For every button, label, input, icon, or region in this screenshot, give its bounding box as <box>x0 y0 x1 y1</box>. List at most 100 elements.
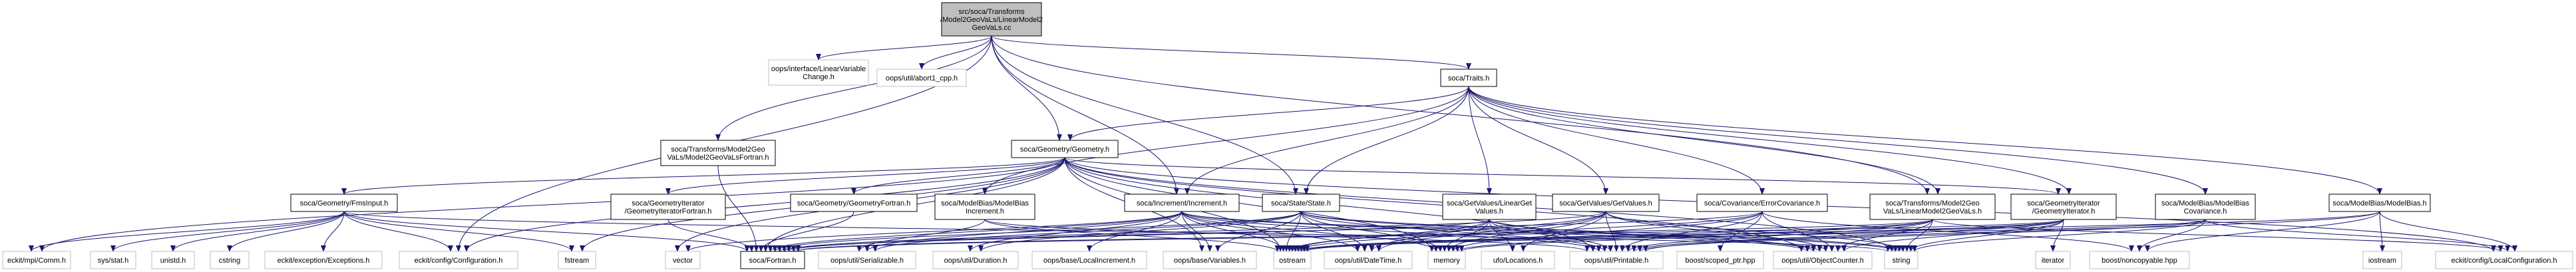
node-increment[interactable]: soca/Increment/Increment.h <box>1124 194 1240 212</box>
edge-geoiter-to-fortran <box>796 219 2064 252</box>
node-label-line: soca/GeometryIterator <box>2027 200 2100 207</box>
node-box <box>1273 251 1312 269</box>
node-label-line: ostream <box>1279 257 1306 265</box>
edge-traits-to-state <box>1304 86 1469 195</box>
node-sysstat: sys/stat.h <box>90 251 136 269</box>
node-geoiterfortran[interactable]: soca/GeometryIterator/GeometryIteratorFo… <box>610 194 726 220</box>
edge-traits-to-geometry <box>1067 86 1469 141</box>
node-box <box>2010 194 2117 220</box>
node-box <box>2035 251 2071 269</box>
node-label-line: fstream <box>565 257 590 265</box>
edge-linm2gv-to-ostream <box>1296 219 1933 252</box>
edge-root-to-increment <box>991 35 1179 195</box>
node-label-line: soca/GetValues/LinearGet <box>1447 200 1532 207</box>
node-label-line: soca/Transforms/Model2Geo <box>1885 200 1979 207</box>
node-label-line: oops/util/abort1_cpp.h <box>886 74 958 82</box>
node-duration: oops/util/Duration.h <box>932 251 1019 269</box>
node-root[interactable]: src/soca/Transforms/Model2GeoVaLs/Linear… <box>940 2 1043 37</box>
node-box <box>264 251 383 269</box>
node-label-line: soca/ModelBias/ModelBias.h <box>2332 200 2426 207</box>
edge-state-to-objcounter <box>1300 211 1817 252</box>
edge-state-to-memory <box>1300 211 1443 252</box>
node-box <box>1440 68 1497 87</box>
node-label-line: iterator <box>2042 257 2065 265</box>
edge-increment-to-vector <box>685 211 1183 252</box>
node-label-line: unistd.h <box>160 257 186 265</box>
node-box <box>790 194 918 212</box>
edge-geometry-to-memory <box>1064 157 1435 252</box>
edge-getvalues-to-fortran <box>781 211 1606 252</box>
node-vector: vector <box>665 251 701 269</box>
node-modelbias[interactable]: soca/ModelBias/ModelBias.h <box>2328 194 2431 212</box>
edge-mbcov-to-string <box>1912 219 2206 252</box>
edge-traits-to-mbcov <box>1468 86 2208 195</box>
edge-state-to-variables <box>1215 211 1302 252</box>
nodes-layer: src/soca/Transforms/Model2GeoVaLs/Linear… <box>2 2 2573 269</box>
node-label-line: boost/scoped_ptr.hpp <box>1685 257 1755 265</box>
node-label-line: /Model2GeoVaLs/LinearModel2 <box>940 16 1043 24</box>
node-oops_abort: oops/util/abort1_cpp.h <box>876 68 967 87</box>
node-label-line: soca/Covariance/ErrorCovariance.h <box>1704 200 1820 207</box>
node-errcov[interactable]: soca/Covariance/ErrorCovariance.h <box>1696 194 1828 212</box>
edge-traits-to-mbincrement <box>982 86 1469 195</box>
node-linm2gv[interactable]: soca/Transforms/Model2GeoVaLs/LinearMode… <box>1869 194 1996 220</box>
node-box <box>2362 251 2402 269</box>
edge-traits-to-lingetvalues <box>1468 86 1492 195</box>
edge-geometry-to-fmsinput <box>341 157 1065 195</box>
edge-getvalues-to-ostream <box>1290 211 1606 252</box>
node-unistd: unistd.h <box>151 251 195 269</box>
node-ostream: ostream <box>1273 251 1312 269</box>
edge-geometry-to-geoiterfortran <box>665 157 1065 195</box>
node-label-line: /GeometryIterator.h <box>2032 207 2096 215</box>
node-memory: memory <box>1427 251 1466 269</box>
node-state[interactable]: soca/State/State.h <box>1262 194 1340 212</box>
edge-geoiter-to-objcounter <box>1841 219 2064 252</box>
node-fortran[interactable]: soca/Fortran.h <box>740 251 805 269</box>
node-fmsinput[interactable]: soca/Geometry/FmsInput.h <box>290 194 398 212</box>
node-label-line: /GeometryIteratorFortran.h <box>625 207 712 215</box>
node-getvalues[interactable]: soca/GetValues/GetValues.h <box>1552 194 1660 212</box>
node-box <box>1676 251 1764 269</box>
node-label-line: oops/util/Printable.h <box>1584 257 1649 265</box>
node-cstring: cstring <box>210 251 250 269</box>
edges-layer <box>29 35 2517 252</box>
node-box <box>1773 251 1873 269</box>
edge-root-to-oops_linvarchange <box>816 35 992 61</box>
node-label-line: soca/Fortran.h <box>749 257 797 265</box>
node-box <box>941 2 1042 37</box>
edge-traits-to-modelbias <box>1468 86 2382 195</box>
node-geofortran[interactable]: soca/Geometry/GeometryFortran.h <box>790 194 918 212</box>
node-fstream: fstream <box>558 251 596 269</box>
node-geoiter[interactable]: soca/GeometryIterator/GeometryIterator.h <box>2010 194 2117 220</box>
node-label-line: oops/base/Variables.h <box>1174 257 1246 265</box>
node-box <box>740 251 805 269</box>
node-box <box>1011 140 1119 158</box>
edge-increment-to-duration <box>968 211 1183 252</box>
edge-linm2gv-to-fortran <box>791 219 1933 252</box>
edge-traits-to-getvalues <box>1468 86 1608 195</box>
node-label-line: src/soca/Transforms <box>958 8 1025 16</box>
edge-fmsinput-to-cstring <box>227 211 345 252</box>
node-label-line: oops/interface/LinearVariable <box>771 65 866 73</box>
edge-m2gv_fortran-to-fortran <box>717 165 759 252</box>
edge-modelbias-to-noncopyable <box>2145 211 2380 252</box>
node-box <box>610 194 726 220</box>
node-box <box>1031 251 1147 269</box>
node-label-line: soca/ModelBias/ModelBias <box>941 200 1029 207</box>
edge-geoiterfortran-to-fortran <box>667 219 755 252</box>
edge-mbcov-to-noncopyable <box>2137 219 2206 252</box>
edge-geometry-to-mpicomm <box>39 157 1065 252</box>
edge-root-to-geometry <box>991 35 1062 141</box>
node-traits[interactable]: soca/Traits.h <box>1440 68 1497 87</box>
node-geometry[interactable]: soca/Geometry/Geometry.h <box>1011 140 1119 158</box>
edge-state-to-duration <box>978 211 1302 252</box>
edge-increment-to-localincrement <box>1087 211 1183 252</box>
node-label-line: vector <box>673 257 693 265</box>
node-m2gv_fortran[interactable]: soca/Transforms/Model2GeoVaLs/Model2GeoV… <box>660 140 776 166</box>
node-box <box>1124 194 1240 212</box>
edge-increment-to-printable <box>1181 211 1602 252</box>
